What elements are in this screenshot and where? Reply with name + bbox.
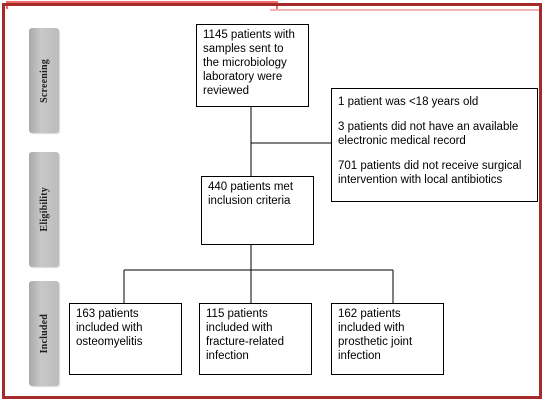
screening-box: 1145 patients with samples sent to the m… xyxy=(196,24,309,107)
included-line: infection xyxy=(206,350,249,362)
exclusion-line: 701 patients did not receive surgical xyxy=(338,160,522,172)
stage-label-eligibility: Eligibility xyxy=(29,152,59,267)
screening-line: the microbiology xyxy=(203,57,287,69)
stage-label-included-text: Included xyxy=(38,313,50,354)
stage-label-included: Included xyxy=(29,281,59,386)
diagram-frame xyxy=(2,3,542,399)
exclusion-line: 3 patients did not have an available xyxy=(338,121,519,133)
included-line: included with xyxy=(338,322,405,334)
screening-line: samples sent to xyxy=(203,43,284,55)
included-line: 115 patients xyxy=(206,308,268,320)
stage-label-eligibility-text: Eligibility xyxy=(38,187,50,232)
eligibility-box: 440 patients met inclusion criteria xyxy=(201,176,314,245)
included-box-fracture-related-infection: 115 patients included with fracture-rela… xyxy=(199,303,312,375)
included-line: 162 patients xyxy=(338,308,401,320)
included-line: prosthetic joint xyxy=(338,336,413,348)
included-line: osteomyelitis xyxy=(76,336,143,348)
eligibility-line: 440 patients met xyxy=(208,181,294,193)
frame-top-accent-line xyxy=(270,9,542,11)
exclusion-line: intervention with local antibiotics xyxy=(338,174,503,186)
included-line: 163 patients xyxy=(76,308,139,320)
included-line: included with xyxy=(206,322,273,334)
exclusion-line: electronic medical record xyxy=(338,135,466,147)
exclusion-box: 1 patient was <18 years old 3 patients d… xyxy=(331,88,538,202)
included-box-osteomyelitis: 163 patients included with osteomyelitis xyxy=(69,303,182,375)
stage-label-screening: Screening xyxy=(29,28,59,133)
included-box-prosthetic-joint-infection: 162 patients included with prosthetic jo… xyxy=(331,303,444,375)
screening-line: laboratory were xyxy=(203,71,283,83)
eligibility-line: inclusion criteria xyxy=(208,195,291,207)
stage-label-screening-text: Screening xyxy=(38,58,50,103)
included-line: fracture-related xyxy=(206,336,284,348)
included-line: infection xyxy=(338,350,381,362)
screening-line: reviewed xyxy=(203,85,250,97)
exclusion-line: 1 patient was <18 years old xyxy=(338,96,479,108)
screening-line: 1145 patients with xyxy=(203,29,295,41)
included-line: included with xyxy=(76,322,143,334)
